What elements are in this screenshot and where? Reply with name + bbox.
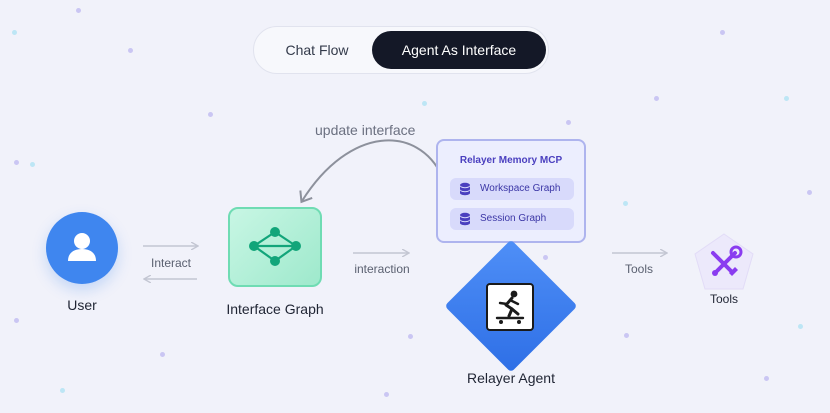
wrench-screwdriver-icon [711, 245, 743, 276]
user-node [46, 212, 118, 284]
tools-label: Tools [709, 292, 738, 306]
update-interface-label: update interface [315, 122, 416, 138]
tools-edge-label: Tools [624, 262, 653, 276]
skateboarder-icon [486, 283, 534, 331]
mcp-item-workspace-graph: Workspace Graph [450, 178, 574, 200]
tab-chat-flow[interactable]: Chat Flow [285, 42, 349, 58]
interface-graph-node [228, 207, 322, 287]
memory-mcp-node: Relayer Memory MCP Workspace Graph Sessi… [436, 139, 586, 243]
database-icon [460, 212, 470, 226]
user-label: User [67, 297, 97, 313]
tab-agent-as-interface[interactable]: Agent As Interface [372, 31, 546, 69]
interact-arrows [143, 246, 197, 279]
mcp-item-session-graph: Session Graph [450, 208, 574, 230]
update-interface-arrow [299, 139, 443, 204]
mcp-item-label: Workspace Graph [480, 183, 561, 194]
network-graph-icon [249, 227, 301, 266]
interface-graph-label: Interface Graph [226, 301, 324, 317]
tools-node [694, 233, 754, 290]
relayer-agent-label: Relayer Agent [467, 370, 555, 386]
mcp-title: Relayer Memory MCP [459, 155, 563, 166]
user-icon [68, 233, 96, 261]
view-toggle: Chat Flow Agent As Interface [253, 26, 549, 74]
interact-label: Interact [150, 256, 192, 270]
database-icon [460, 182, 470, 196]
interaction-label: interaction [354, 262, 410, 276]
mcp-item-label: Session Graph [480, 213, 547, 224]
